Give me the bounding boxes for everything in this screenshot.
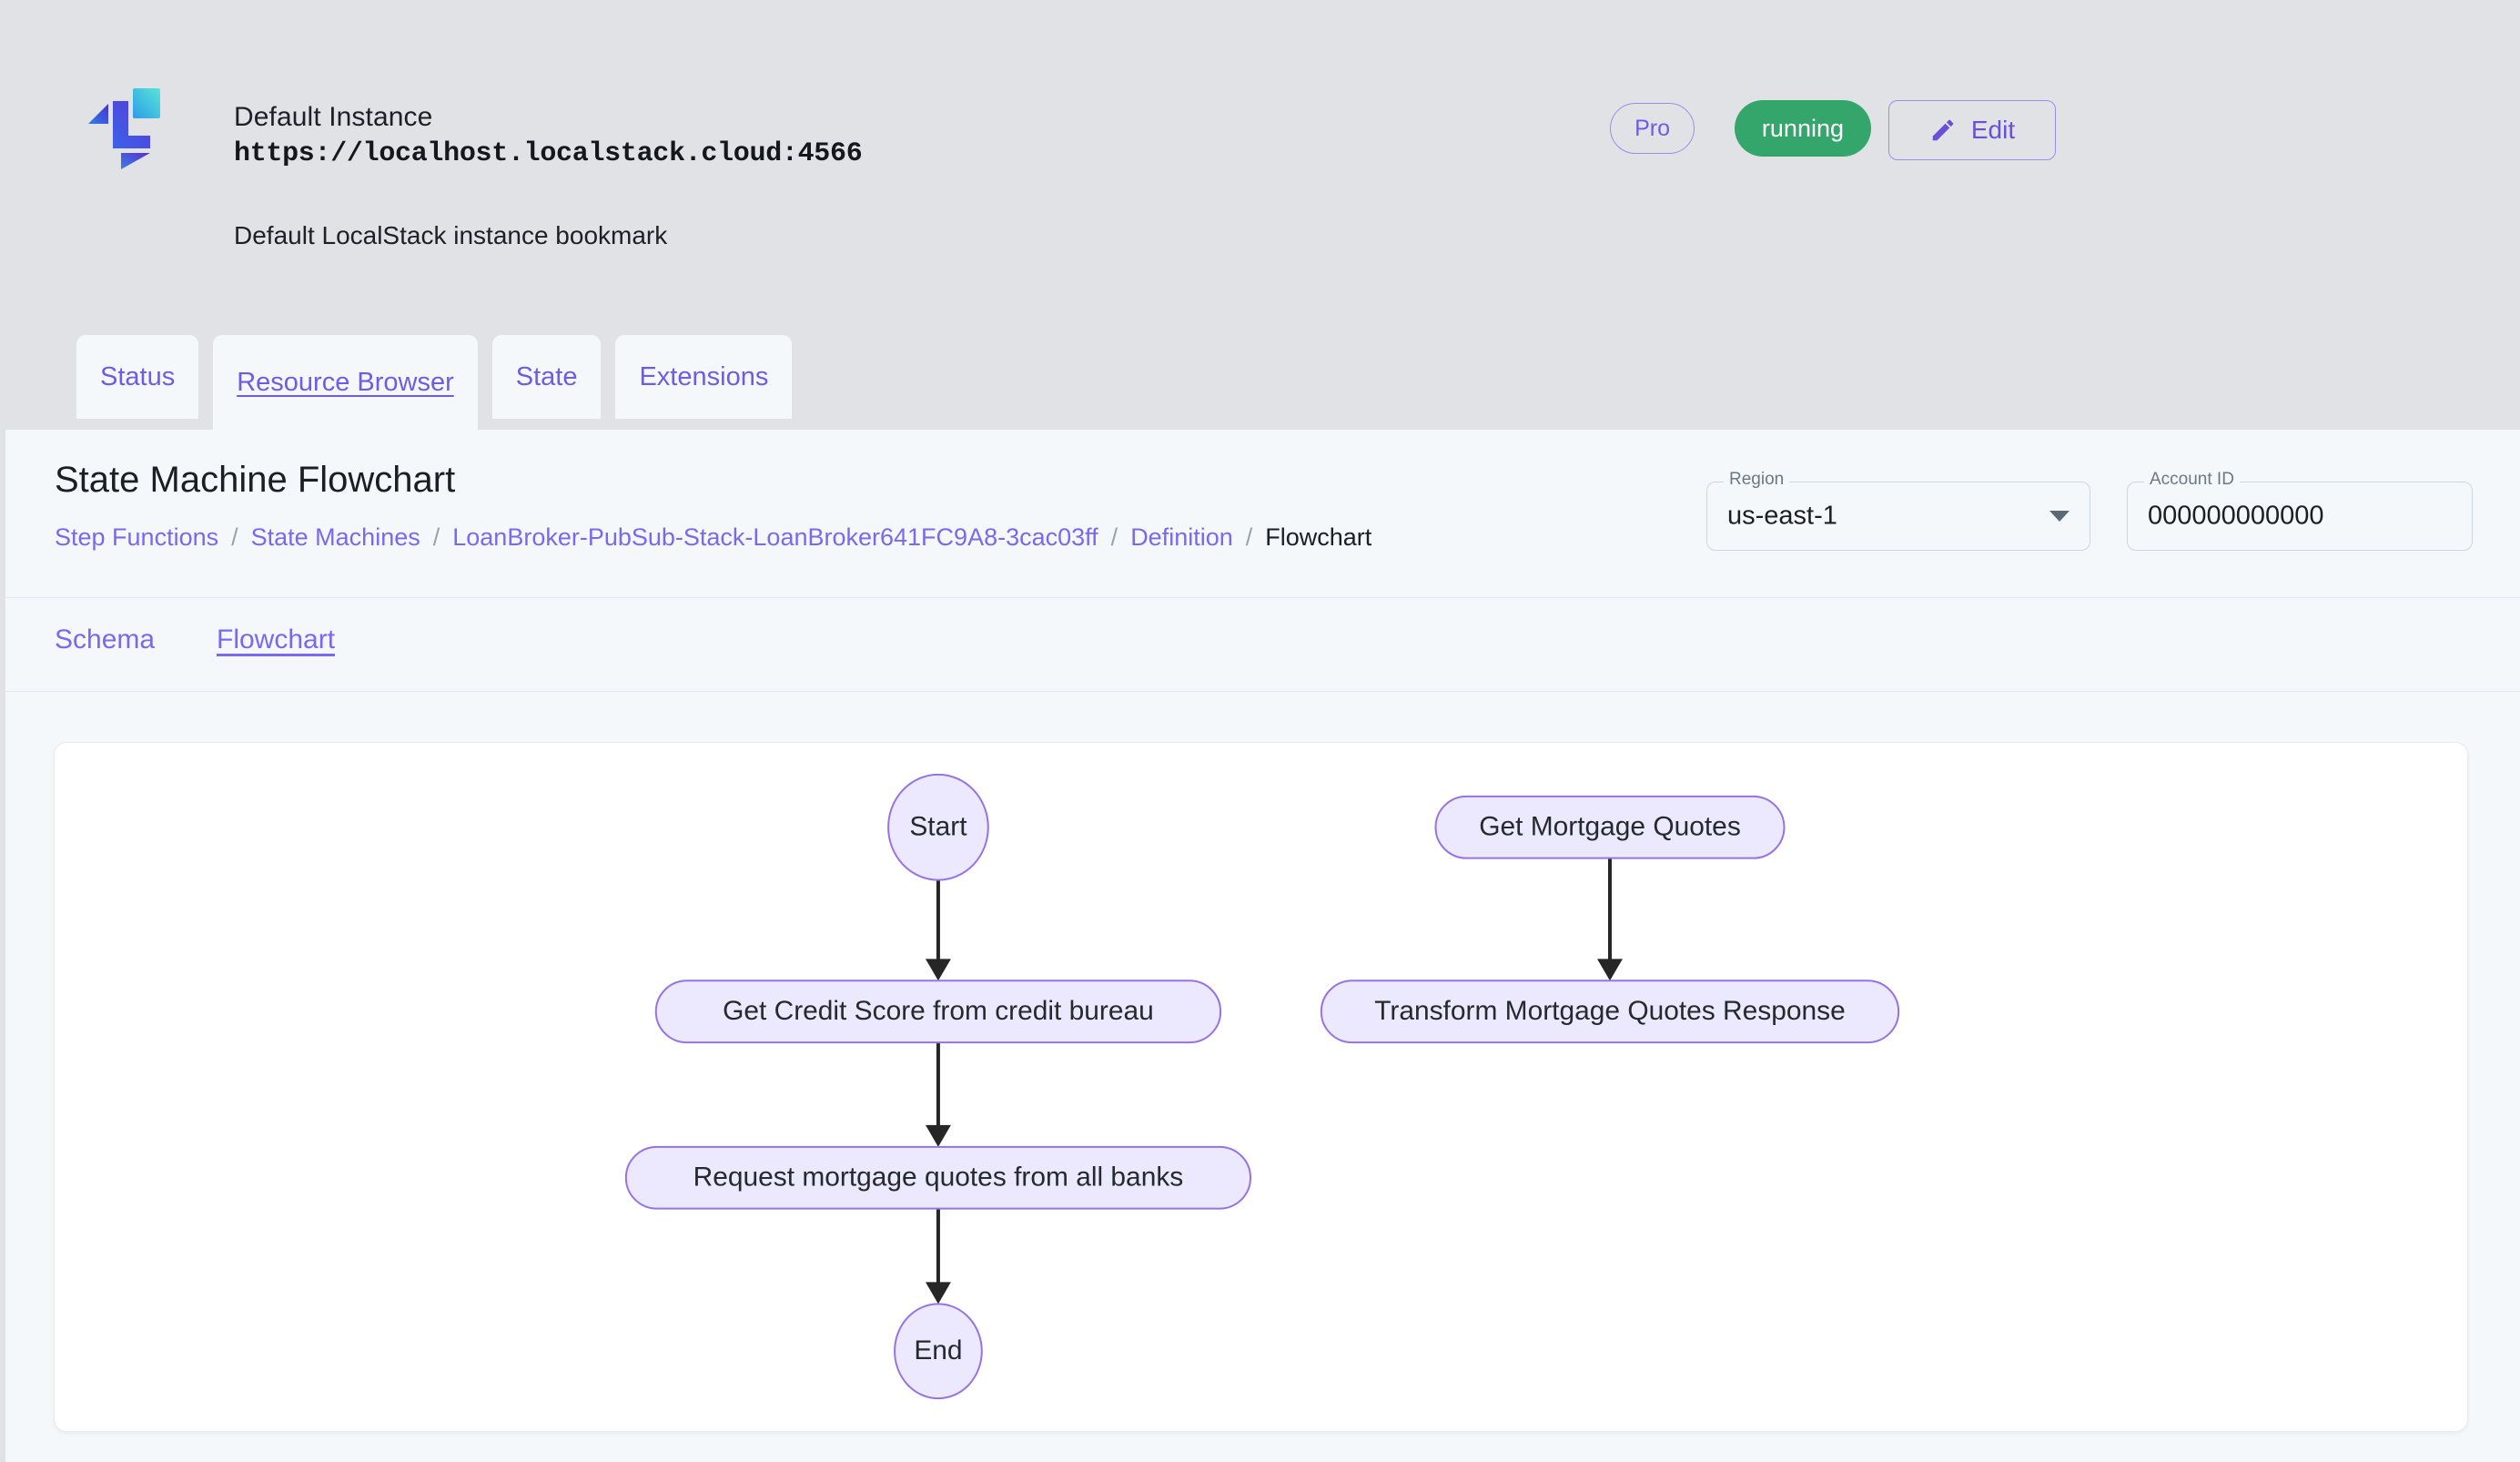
page-title: State Machine Flowchart xyxy=(55,460,456,500)
flowchart-node-label: Transform Mortgage Quotes Response xyxy=(1374,996,1846,1026)
tab-resource-browser[interactable]: Resource Browser xyxy=(213,335,478,430)
tab-label: Resource Browser xyxy=(237,367,454,397)
breadcrumb-separator: / xyxy=(1110,523,1118,551)
tab-label: Extensions xyxy=(639,361,769,391)
tab-label: Status xyxy=(100,361,176,391)
flowchart-node-label: Get Mortgage Quotes xyxy=(1479,812,1741,842)
region-value: us-east-1 xyxy=(1727,501,1837,531)
flowchart-node-start[interactable] xyxy=(887,773,989,881)
instance-description: Default LocalStack instance bookmark xyxy=(234,221,668,249)
account-id-label: Account ID xyxy=(2144,470,2240,490)
subtab-schema[interactable]: Schema xyxy=(55,624,156,655)
account-id-input[interactable]: Account ID 000000000000 xyxy=(2127,470,2473,551)
breadcrumb: Step Functions / State Machines / LoanBr… xyxy=(55,523,1371,552)
breadcrumb-item-definition[interactable]: Definition xyxy=(1130,523,1233,551)
edit-button[interactable]: Edit xyxy=(1888,100,2056,160)
region-label: Region xyxy=(1724,470,1790,490)
breadcrumb-item-flowchart: Flowchart xyxy=(1265,523,1372,551)
app-header: Default Instance https://localhost.local… xyxy=(0,0,2520,430)
main-tab-bar: Status Resource Browser State Extensions xyxy=(0,335,2520,430)
tab-status[interactable]: Status xyxy=(76,335,199,419)
breadcrumb-separator: / xyxy=(432,523,440,551)
localstack-logo-icon xyxy=(86,84,161,171)
instance-url: https://localhost.localstack.cloud:4566 xyxy=(234,138,863,169)
edit-button-label: Edit xyxy=(1970,116,2016,144)
pro-badge[interactable]: Pro xyxy=(1610,103,1695,154)
breadcrumb-item-step-functions[interactable]: Step Functions xyxy=(55,523,219,551)
subtab-flowchart[interactable]: Flowchart xyxy=(217,624,336,655)
region-select[interactable]: Region us-east-1 xyxy=(1706,470,2090,551)
tab-extensions[interactable]: Extensions xyxy=(615,335,793,419)
flowchart-node-end[interactable] xyxy=(894,1303,983,1400)
flowchart-node-request[interactable] xyxy=(624,1145,1252,1210)
breadcrumb-item-state-machine-name[interactable]: LoanBroker-PubSub-Stack-LoanBroker641FC9… xyxy=(452,523,1098,551)
flowchart-node-label: Start xyxy=(909,812,967,842)
breadcrumb-item-state-machines[interactable]: State Machines xyxy=(250,523,420,551)
chevron-down-icon[interactable] xyxy=(2049,511,2070,522)
account-id-value: 000000000000 xyxy=(2148,501,2324,531)
pencil-icon xyxy=(1929,117,1957,144)
flowchart-node-label: Request mortgage quotes from all banks xyxy=(693,1162,1184,1193)
instance-name: Default Instance xyxy=(234,102,433,132)
content-area: State Machine Flowchart Step Functions /… xyxy=(5,430,2520,1462)
page-header: State Machine Flowchart Step Functions /… xyxy=(5,430,2520,598)
flowchart-node-getquotes[interactable] xyxy=(1434,795,1786,859)
tab-label: State xyxy=(515,361,578,391)
sub-tab-bar: Schema Flowchart xyxy=(5,599,2520,692)
breadcrumb-separator: / xyxy=(1245,523,1253,551)
flowchart-node-transform[interactable] xyxy=(1320,980,1900,1044)
flowchart-node-label: End xyxy=(914,1335,962,1366)
status-badge: running xyxy=(1734,100,1871,157)
flowchart-node-credit[interactable] xyxy=(654,980,1222,1044)
breadcrumb-separator: / xyxy=(231,523,238,551)
tab-state[interactable]: State xyxy=(491,335,602,419)
flowchart-node-label: Get Credit Score from credit bureau xyxy=(723,996,1154,1026)
